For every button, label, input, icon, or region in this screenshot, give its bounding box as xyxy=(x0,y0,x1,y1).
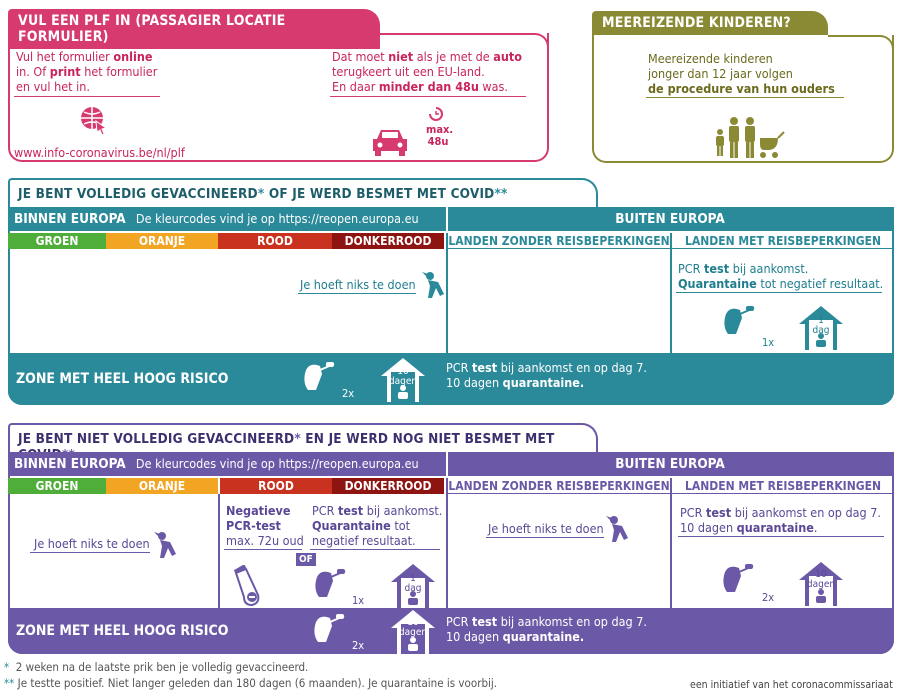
notvacc-nothing-bubble-2 xyxy=(486,537,604,538)
notvacc-outside-header xyxy=(446,452,894,476)
vacc-outside-title: BUITEN EUROPA xyxy=(615,211,725,227)
vacc-x1: 1x xyxy=(762,336,775,349)
vacc-divider-2 xyxy=(670,249,672,353)
vacc-zone-x: 2x xyxy=(342,387,355,400)
kids-tab: MEEREIZENDE KINDEREN? xyxy=(592,11,828,35)
vacc-outside-header xyxy=(446,207,894,231)
vacc-zone-bar xyxy=(8,353,894,405)
relax-person-icon xyxy=(422,272,444,298)
notvacc-red-text: Negatieve PCR-test max. 72u oud xyxy=(226,503,304,548)
relax-person-icon xyxy=(606,516,628,542)
test-tube-icon xyxy=(233,565,260,607)
notvacc-color-darkred: DONKERROOD xyxy=(332,478,444,494)
notvacc-zone-bar xyxy=(8,608,894,654)
notvacc-x1: 1x xyxy=(352,594,365,607)
notvacc-nothing-text-1: Je hoeft niks te doen xyxy=(34,536,150,551)
notvacc-restr-text: PCR test bij aankomst en op dag 7. 10 da… xyxy=(680,505,881,535)
pcr-test-icon xyxy=(724,306,755,334)
vacc-divider-1 xyxy=(446,249,448,353)
clock-icon xyxy=(429,107,443,121)
plf-left-text: Vul het formulier online in. Of print he… xyxy=(16,49,158,94)
house-icon xyxy=(799,306,843,350)
notvacc-europe-header xyxy=(8,452,446,476)
vacc-zone-text: PCR test bij aankomst en op dag 7. 10 da… xyxy=(446,360,647,390)
vacc-col-restr: LANDEN MET REISBEPERKINGEN xyxy=(670,233,894,249)
notvacc-tab: JE BENT NIET VOLLEDIG GEVACCINEERD* EN J… xyxy=(8,423,598,463)
house-icon xyxy=(391,564,435,608)
footnote-1: * 2 weken na de laatste prik ben je voll… xyxy=(4,660,309,674)
footnote-2: ** Je testte positief. Niet langer geled… xyxy=(4,676,498,690)
notvacc-europe-title: BINNEN EUROPA De kleurcodes vind je op h… xyxy=(14,456,419,472)
plf-left-bubble-line xyxy=(14,96,160,97)
kids-bubble-line xyxy=(646,97,844,98)
footer-credit: een initiatief van het coronacommissaria… xyxy=(690,679,893,691)
plf-tab: VUL EEN PLF IN (PASSAGIER LOCATIE FORMUL… xyxy=(8,9,380,49)
vacc-nothing-text: Je hoeft niks te doen xyxy=(300,277,416,292)
notvacc-zone-title: ZONE MET HEEL HOOG RISICO xyxy=(16,623,229,639)
kids-text: Meereizende kinderen jonger dan 12 jaar … xyxy=(648,51,835,96)
notvacc-nothing-bubble-1 xyxy=(30,552,150,553)
vacc-color-red: ROOD xyxy=(218,233,332,249)
vacc-col-no-restr: LANDEN ZONDER REISBEPERKINGEN xyxy=(446,233,670,249)
vacc-color-orange: ORANJE xyxy=(106,233,218,249)
notvacc-dred-text: PCR test bij aankomst. Quarantaine tot n… xyxy=(312,503,443,548)
vacc-europe-title: BINNEN EUROPA De kleurcodes vind je op h… xyxy=(14,211,419,227)
zone-pcr-test-icon xyxy=(314,614,345,642)
notvacc-color-red: ROOD xyxy=(220,478,332,494)
car-icon xyxy=(373,130,407,156)
notvacc-zone-text: PCR test bij aankomst en op dag 7. 10 da… xyxy=(446,614,647,644)
vacc-europe-header xyxy=(8,207,446,231)
notvacc-divider-0 xyxy=(218,494,220,608)
plf-box xyxy=(8,33,549,162)
notvacc-col-restr: LANDEN MET REISBEPERKINGEN xyxy=(670,478,894,494)
vacc-restr-text: PCR test bij aankomst. Quarantaine tot n… xyxy=(678,261,884,291)
notvacc-zone-x: 2x xyxy=(352,639,365,652)
notvacc-color-orange: ORANJE xyxy=(106,478,218,494)
vacc-zone-title: ZONE MET HEEL HOOG RISICO xyxy=(16,371,229,387)
plf-max: max.48u xyxy=(426,123,454,148)
relax-person-icon xyxy=(154,532,176,558)
family-icon xyxy=(716,117,785,158)
vacc-color-darkred: DONKERROOD xyxy=(332,233,444,249)
notvacc-col-no-restr: LANDEN ZONDER REISBEPERKINGEN xyxy=(446,478,670,494)
plf-right-text: Dat moet niet als je met de auto terugke… xyxy=(332,49,522,94)
zone-house-icon xyxy=(381,358,425,402)
zone-pcr-test-icon xyxy=(304,362,335,390)
house-icon xyxy=(799,562,843,606)
notvacc-color-green: GROEN xyxy=(8,478,106,494)
vacc-tab: JE BENT VOLLEDIG GEVACCINEERD* OF JE WER… xyxy=(8,178,598,208)
plf-url[interactable]: www.info-coronavirus.be/nl/plf xyxy=(14,145,185,160)
pcr-test-icon xyxy=(315,569,346,597)
kids-box-top xyxy=(828,35,894,55)
notvacc-divider-2 xyxy=(670,494,672,608)
notvacc-restr-bubble xyxy=(678,536,884,537)
globe-cursor-icon xyxy=(81,107,108,136)
vacc-restr-bubble xyxy=(676,292,882,293)
plf-box-top xyxy=(380,33,549,53)
notvacc-divider-1 xyxy=(446,494,448,608)
zone-house-icon xyxy=(391,610,435,654)
notvacc-nothing-text-2: Je hoeft niks te doen xyxy=(488,521,604,536)
kids-box xyxy=(592,35,894,163)
notvacc-red-bubble xyxy=(224,549,302,550)
vacc-color-green: GROEN xyxy=(8,233,106,249)
notvacc-dred-bubble xyxy=(310,549,440,550)
notvacc-of-badge: OF xyxy=(296,553,316,566)
vacc-nothing-bubble xyxy=(298,293,416,294)
pcr-test-icon xyxy=(723,564,754,592)
notvacc-restr-x: 2x xyxy=(762,591,775,604)
notvacc-outside-title: BUITEN EUROPA xyxy=(615,456,725,472)
plf-right-bubble-line xyxy=(330,96,526,97)
